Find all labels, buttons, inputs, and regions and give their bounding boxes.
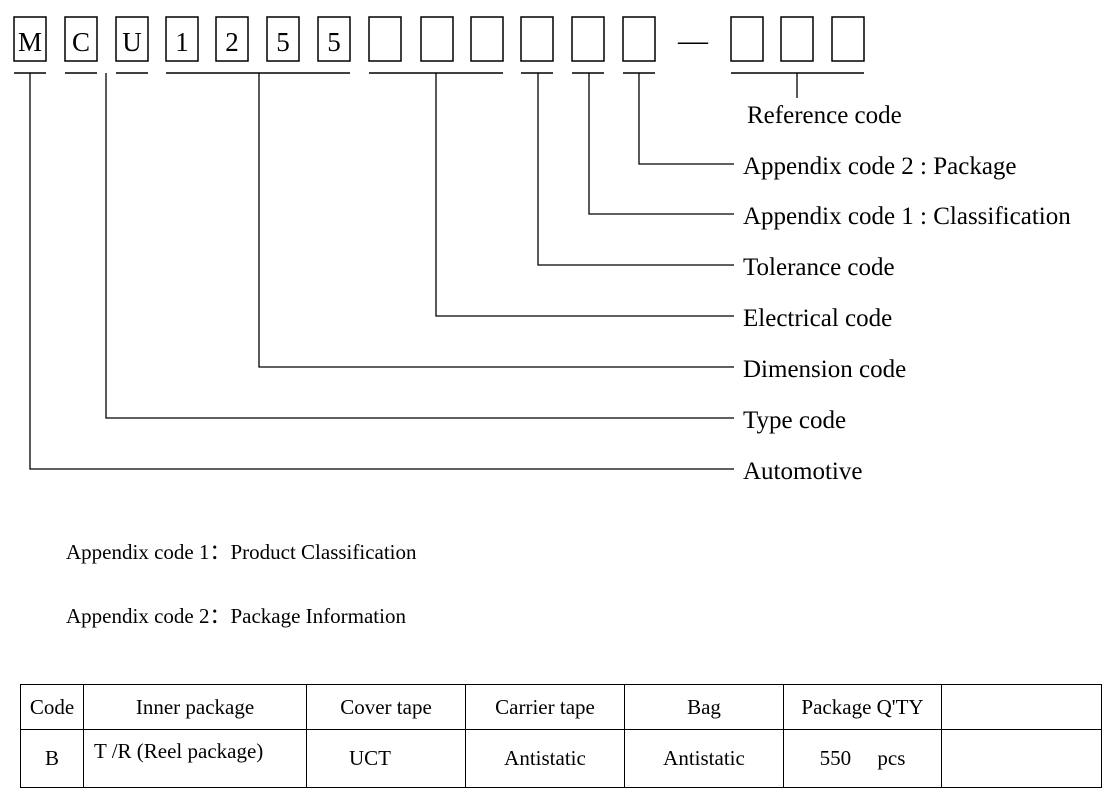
part-separator: — <box>677 24 709 57</box>
callout-connector <box>29 73 734 470</box>
callout-label: Tolerance code <box>743 254 895 281</box>
header-blank <box>941 684 1102 730</box>
callout-label: Automotive <box>743 458 862 485</box>
header-bag: Bag <box>624 684 784 730</box>
cell-code: B <box>20 729 84 788</box>
appendix-1-note: Appendix code 1：Product Classification <box>66 540 417 564</box>
header-package-qty: Package Q'TY <box>783 684 942 730</box>
code-box <box>317 16 351 62</box>
callout-connector <box>258 73 734 368</box>
table-row: B T /R (Reel package) UCT Antistatic Ant… <box>20 729 1102 788</box>
callout-label: Appendix code 2 : Package <box>743 153 1017 180</box>
callout-label: Electrical code <box>743 305 892 332</box>
table-header-row: Code Inner package Cover tape Carrier ta… <box>20 684 1102 730</box>
code-boxes <box>13 16 865 62</box>
code-box <box>215 16 249 62</box>
code-box <box>730 16 764 62</box>
code-box <box>520 16 554 62</box>
callout-label: Type code <box>743 407 846 434</box>
callout-label: Dimension code <box>743 356 906 383</box>
code-box <box>165 16 199 62</box>
code-box <box>64 16 98 62</box>
code-box <box>13 16 47 62</box>
code-character: 2 <box>225 27 239 57</box>
code-box <box>470 16 504 62</box>
code-box <box>368 16 402 62</box>
code-box <box>266 16 300 62</box>
code-character: C <box>72 27 90 57</box>
cell-cover-tape: UCT <box>306 729 466 788</box>
code-character: M <box>18 27 42 57</box>
code-box <box>420 16 454 62</box>
cell-package-qty: 550 pcs <box>783 729 942 788</box>
code-box <box>622 16 656 62</box>
code-box <box>780 16 814 62</box>
callout-connector <box>435 73 734 317</box>
callout-label: Reference code <box>747 102 902 129</box>
code-box <box>115 16 149 62</box>
callout-connector <box>638 73 734 165</box>
code-box <box>571 16 605 62</box>
cell-blank <box>941 729 1102 788</box>
cell-inner-package: T /R (Reel package) <box>83 729 307 788</box>
appendix-2-note: Appendix code 2：Package Information <box>66 604 406 628</box>
callout-connector <box>588 73 734 215</box>
header-cover-tape: Cover tape <box>306 684 466 730</box>
code-character: U <box>122 27 142 57</box>
callout-label: Appendix code 1 : Classification <box>743 203 1071 230</box>
header-inner-package: Inner package <box>83 684 307 730</box>
callout-connector <box>537 73 734 266</box>
callout-connector <box>105 73 734 419</box>
code-character: 5 <box>327 27 341 57</box>
code-character: 1 <box>175 27 189 57</box>
header-code: Code <box>20 684 84 730</box>
cell-carrier-tape: Antistatic <box>465 729 625 788</box>
code-box <box>831 16 865 62</box>
callout-connectors <box>29 73 798 470</box>
header-carrier-tape: Carrier tape <box>465 684 625 730</box>
cell-bag: Antistatic <box>624 729 784 788</box>
code-character: 5 <box>276 27 290 57</box>
package-info-table: Code Inner package Cover tape Carrier ta… <box>20 684 1102 788</box>
